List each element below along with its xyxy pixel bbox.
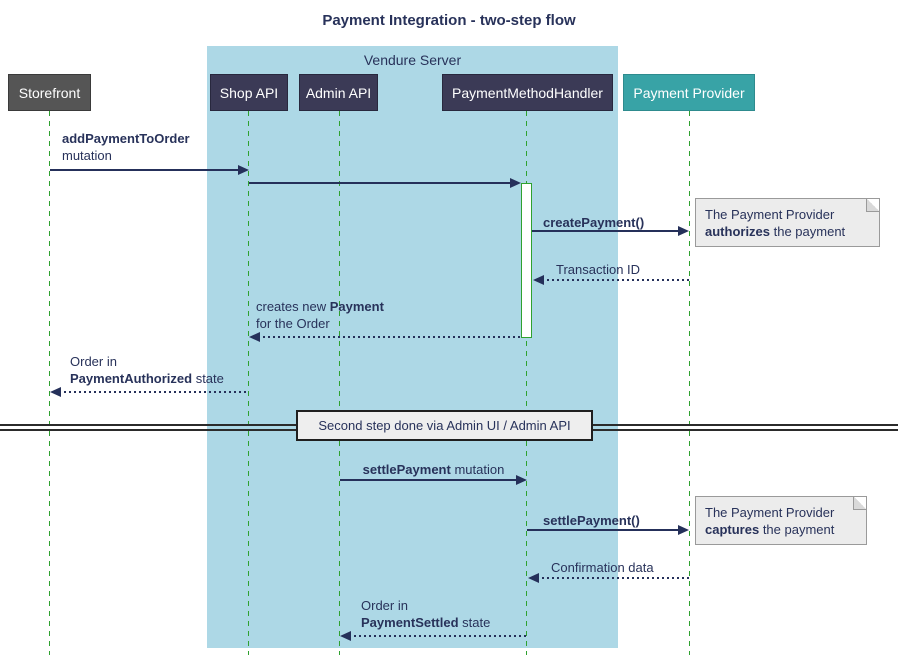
arrowhead-right-icon — [678, 525, 689, 535]
vendure-server-frame-label: Vendure Server — [363, 52, 462, 68]
arrow-shaft — [50, 169, 240, 171]
note-text: The Payment Provider — [705, 207, 835, 222]
message-label-transaction-id: Transaction ID — [556, 261, 640, 278]
lifeline-shop-api — [248, 111, 249, 655]
message-label-create-payment: createPayment() — [543, 214, 644, 231]
activation-bar-payment-method-handler — [521, 183, 532, 338]
message-text: mutation — [450, 462, 505, 477]
lifeline-payment-provider — [689, 111, 690, 655]
note-fold-corner-icon — [866, 199, 879, 212]
arrowhead-right-icon — [238, 165, 249, 175]
message-label-payment-authorized: Order in PaymentAuthorized state — [70, 353, 224, 387]
arrow-shaft — [349, 635, 527, 637]
vendure-server-frame — [207, 46, 618, 648]
message-text: for the Order — [256, 316, 330, 331]
message-text: state — [458, 615, 491, 630]
note-fold-corner-icon — [853, 497, 866, 510]
message-label-payment-settled: Order in PaymentSettled state — [361, 597, 490, 631]
message-text: creates new — [256, 299, 330, 314]
message-label-confirmation-data: Confirmation data — [551, 559, 654, 576]
message-text: settlePayment() — [543, 513, 640, 528]
note-text: captures — [705, 522, 760, 537]
message-text: PaymentSettled — [361, 615, 459, 630]
arrowhead-right-icon — [516, 475, 527, 485]
arrow-shaft — [527, 529, 680, 531]
participant-admin-api: Admin API — [299, 74, 378, 111]
arrowhead-left-icon — [50, 387, 61, 397]
arrow-shaft — [532, 230, 680, 232]
diagram-title: Payment Integration - two-step flow — [322, 12, 576, 29]
participant-shop-api: Shop API — [210, 74, 288, 111]
arrowhead-left-icon — [340, 631, 351, 641]
arrow-shaft — [340, 479, 518, 481]
message-text: Payment — [329, 299, 384, 314]
message-text: Transaction ID — [556, 262, 641, 277]
arrowhead-left-icon — [249, 332, 260, 342]
arrowhead-left-icon — [533, 275, 544, 285]
arrow-shaft — [258, 336, 521, 338]
note-text: the payment — [770, 224, 846, 239]
note-text: the payment — [759, 522, 835, 537]
divider-label: Second step done via Admin UI / Admin AP… — [296, 410, 593, 441]
arrowhead-left-icon — [528, 573, 539, 583]
lifeline-admin-api — [339, 111, 340, 655]
message-label-settle-payment-mutation: settlePayment mutation — [340, 461, 527, 478]
note-text: authorizes — [705, 224, 771, 239]
lifeline-payment-method-handler — [526, 111, 527, 655]
arrowhead-right-icon — [678, 226, 689, 236]
message-text: Order in — [361, 598, 408, 613]
message-label-creates-new-payment: creates new Payment for the Order — [256, 298, 384, 332]
message-text: mutation — [62, 148, 112, 163]
participant-storefront: Storefront — [8, 74, 91, 111]
note-captures: The Payment Provider captures the paymen… — [695, 496, 867, 545]
arrow-shaft — [537, 577, 689, 579]
message-text: state — [192, 371, 224, 386]
message-text: createPayment() — [543, 215, 645, 230]
participant-payment-provider: Payment Provider — [623, 74, 755, 111]
message-text: Confirmation data — [551, 560, 654, 575]
message-text: settlePayment — [362, 462, 451, 477]
arrowhead-right-icon — [510, 178, 521, 188]
participant-payment-method-handler: PaymentMethodHandler — [442, 74, 613, 111]
arrow-shaft — [59, 391, 249, 393]
message-text: PaymentAuthorized — [70, 371, 193, 386]
lifeline-storefront — [49, 111, 50, 655]
arrow-shaft — [249, 182, 512, 184]
note-text: The Payment Provider — [705, 505, 835, 520]
arrow-shaft — [542, 279, 689, 281]
note-authorizes: The Payment Provider authorizes the paym… — [695, 198, 880, 247]
message-label-add-payment-to-order: addPaymentToOrder mutation — [62, 130, 190, 164]
message-text: addPaymentToOrder — [62, 131, 190, 146]
message-label-settle-payment-call: settlePayment() — [543, 512, 640, 529]
message-text: Order in — [70, 354, 117, 369]
